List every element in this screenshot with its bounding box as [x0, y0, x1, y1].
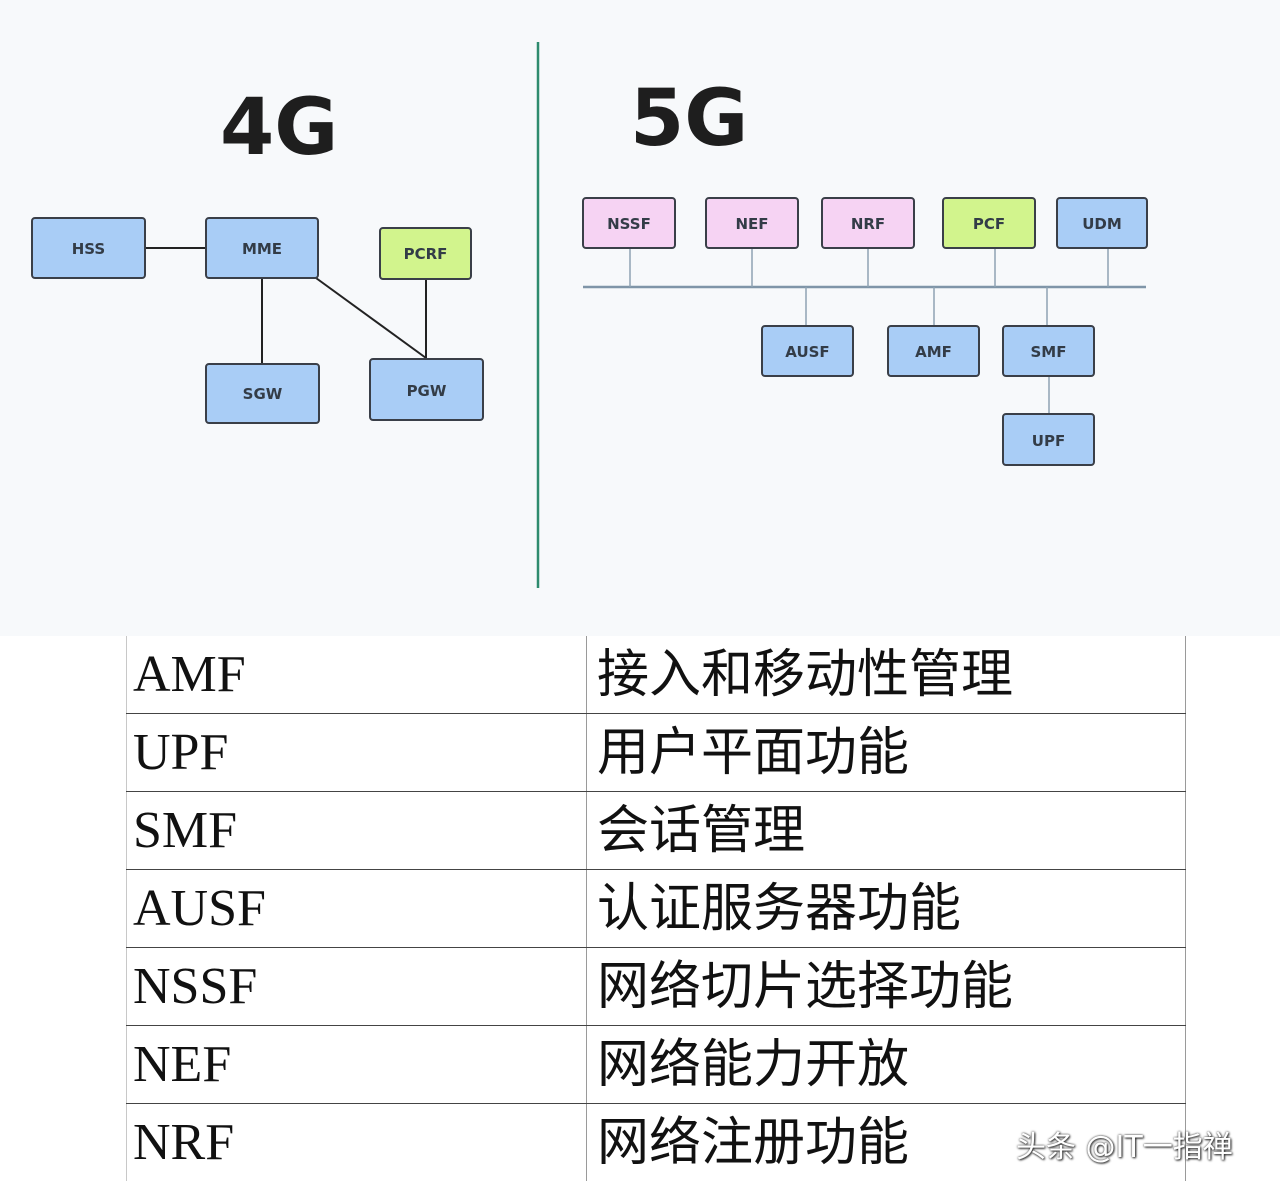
node-box	[705, 197, 799, 249]
connections-4g	[145, 247, 427, 364]
node-box	[205, 217, 319, 279]
network-diagram-panel: 4G 5G HSS MME PCRF	[31, 42, 1148, 588]
node-label: PCRF	[404, 245, 448, 263]
node-label: NRF	[851, 215, 885, 233]
node-box	[31, 217, 146, 279]
nf-legend-table: AMF 接入和移动性管理 UPF 用户平面功能 SMF 会话管理 AUSF 认证…	[126, 636, 1186, 1181]
node-label: AMF	[915, 343, 952, 361]
node-hss: HSS	[31, 217, 146, 279]
node-sgw: SGW	[205, 363, 320, 424]
node-udm: UDM	[1056, 197, 1148, 249]
nf-description: 接入和移动性管理	[586, 636, 1186, 714]
nf-abbreviation: NSSF	[126, 947, 587, 1026]
node-pgw: PGW	[369, 358, 484, 421]
node-box	[761, 325, 854, 377]
node-nrf: NRF	[821, 197, 915, 249]
node-label: SMF	[1031, 343, 1067, 361]
table-row: SMF 会话管理	[126, 791, 1186, 870]
nf-abbreviation: AUSF	[126, 869, 587, 948]
nf-description: 认证服务器功能	[586, 869, 1186, 948]
node-box	[1002, 413, 1095, 466]
node-box	[379, 227, 472, 280]
node-box	[1056, 197, 1148, 249]
node-label: NEF	[735, 215, 768, 233]
node-box	[205, 363, 320, 424]
table-row: AMF 接入和移动性管理	[126, 636, 1186, 714]
node-pcrf: PCRF	[379, 227, 472, 280]
node-mme: MME	[205, 217, 319, 279]
nf-abbreviation: AMF	[126, 636, 587, 714]
node-label: UDM	[1082, 215, 1122, 233]
node-ausf: AUSF	[761, 325, 854, 377]
node-label: NSSF	[607, 215, 651, 233]
nf-abbreviation: UPF	[126, 713, 587, 792]
nf-abbreviation: NRF	[126, 1103, 587, 1181]
nf-description: 用户平面功能	[586, 713, 1186, 792]
node-nssf: NSSF	[582, 197, 676, 249]
node-label: PCF	[973, 215, 1005, 233]
table-row: NSSF 网络切片选择功能	[126, 947, 1186, 1026]
node-box	[821, 197, 915, 249]
nf-description: 网络注册功能	[586, 1103, 1186, 1181]
node-label: SGW	[243, 385, 283, 403]
connections-5g	[583, 248, 1146, 414]
table-row: AUSF 认证服务器功能	[126, 869, 1186, 948]
node-label: UPF	[1032, 432, 1065, 450]
node-box	[1002, 325, 1095, 377]
node-pcf: PCF	[942, 197, 1036, 249]
node-label: PGW	[407, 382, 447, 400]
node-label: MME	[242, 240, 282, 258]
node-box	[942, 197, 1036, 249]
title-5g: 5G	[630, 74, 748, 164]
node-label: HSS	[72, 240, 106, 258]
nf-abbreviation: NEF	[126, 1025, 587, 1104]
nf-description: 网络能力开放	[586, 1025, 1186, 1104]
node-upf: UPF	[1002, 413, 1095, 466]
watermark: 头条 @IT一指禅	[1016, 1130, 1233, 1165]
node-box	[887, 325, 980, 377]
node-smf: SMF	[1002, 325, 1095, 377]
nf-abbreviation: SMF	[126, 791, 587, 870]
title-4g: 4G	[220, 83, 338, 173]
link-mme-pgw	[315, 277, 427, 359]
nf-description: 网络切片选择功能	[586, 947, 1186, 1026]
node-box	[369, 358, 484, 421]
node-label: AUSF	[785, 343, 829, 361]
table-row: UPF 用户平面功能	[126, 713, 1186, 792]
table-row: NRF 网络注册功能	[126, 1103, 1186, 1181]
table-row: NEF 网络能力开放	[126, 1025, 1186, 1104]
network-architecture-diagram: 4G 5G HSS MME PCRF	[31, 42, 1148, 588]
nf-description: 会话管理	[586, 791, 1186, 870]
node-amf: AMF	[887, 325, 980, 377]
node-nef: NEF	[705, 197, 799, 249]
node-box	[582, 197, 676, 249]
